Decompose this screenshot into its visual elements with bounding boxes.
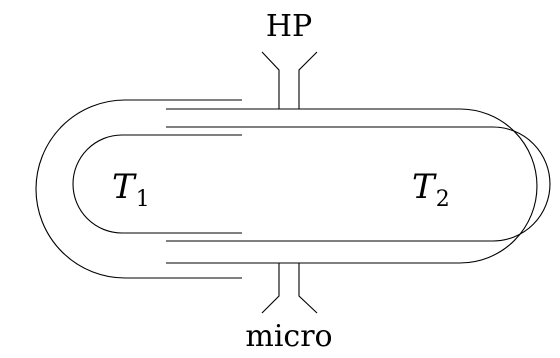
top-port-label: HP	[266, 9, 312, 44]
top-port-left-wall	[261, 51, 280, 109]
bottom-port-right-wall	[298, 263, 318, 314]
inner-left-arc	[72, 134, 242, 234]
outer-right-arc	[166, 108, 538, 264]
bottom-port-label: micro	[245, 319, 332, 354]
bottom-port-left-wall	[261, 263, 280, 314]
top-port-right-wall	[298, 51, 318, 109]
left-chamber-label: T1	[112, 167, 150, 212]
left-chamber-subscript: 1	[136, 187, 150, 212]
right-chamber-subscript: 2	[436, 187, 450, 212]
inner-right-arc	[166, 126, 551, 242]
right-chamber-symbol: T	[412, 167, 437, 207]
right-chamber-label: T2	[412, 167, 450, 212]
left-chamber-symbol: T	[112, 167, 137, 207]
outer-left-arc	[35, 99, 242, 279]
